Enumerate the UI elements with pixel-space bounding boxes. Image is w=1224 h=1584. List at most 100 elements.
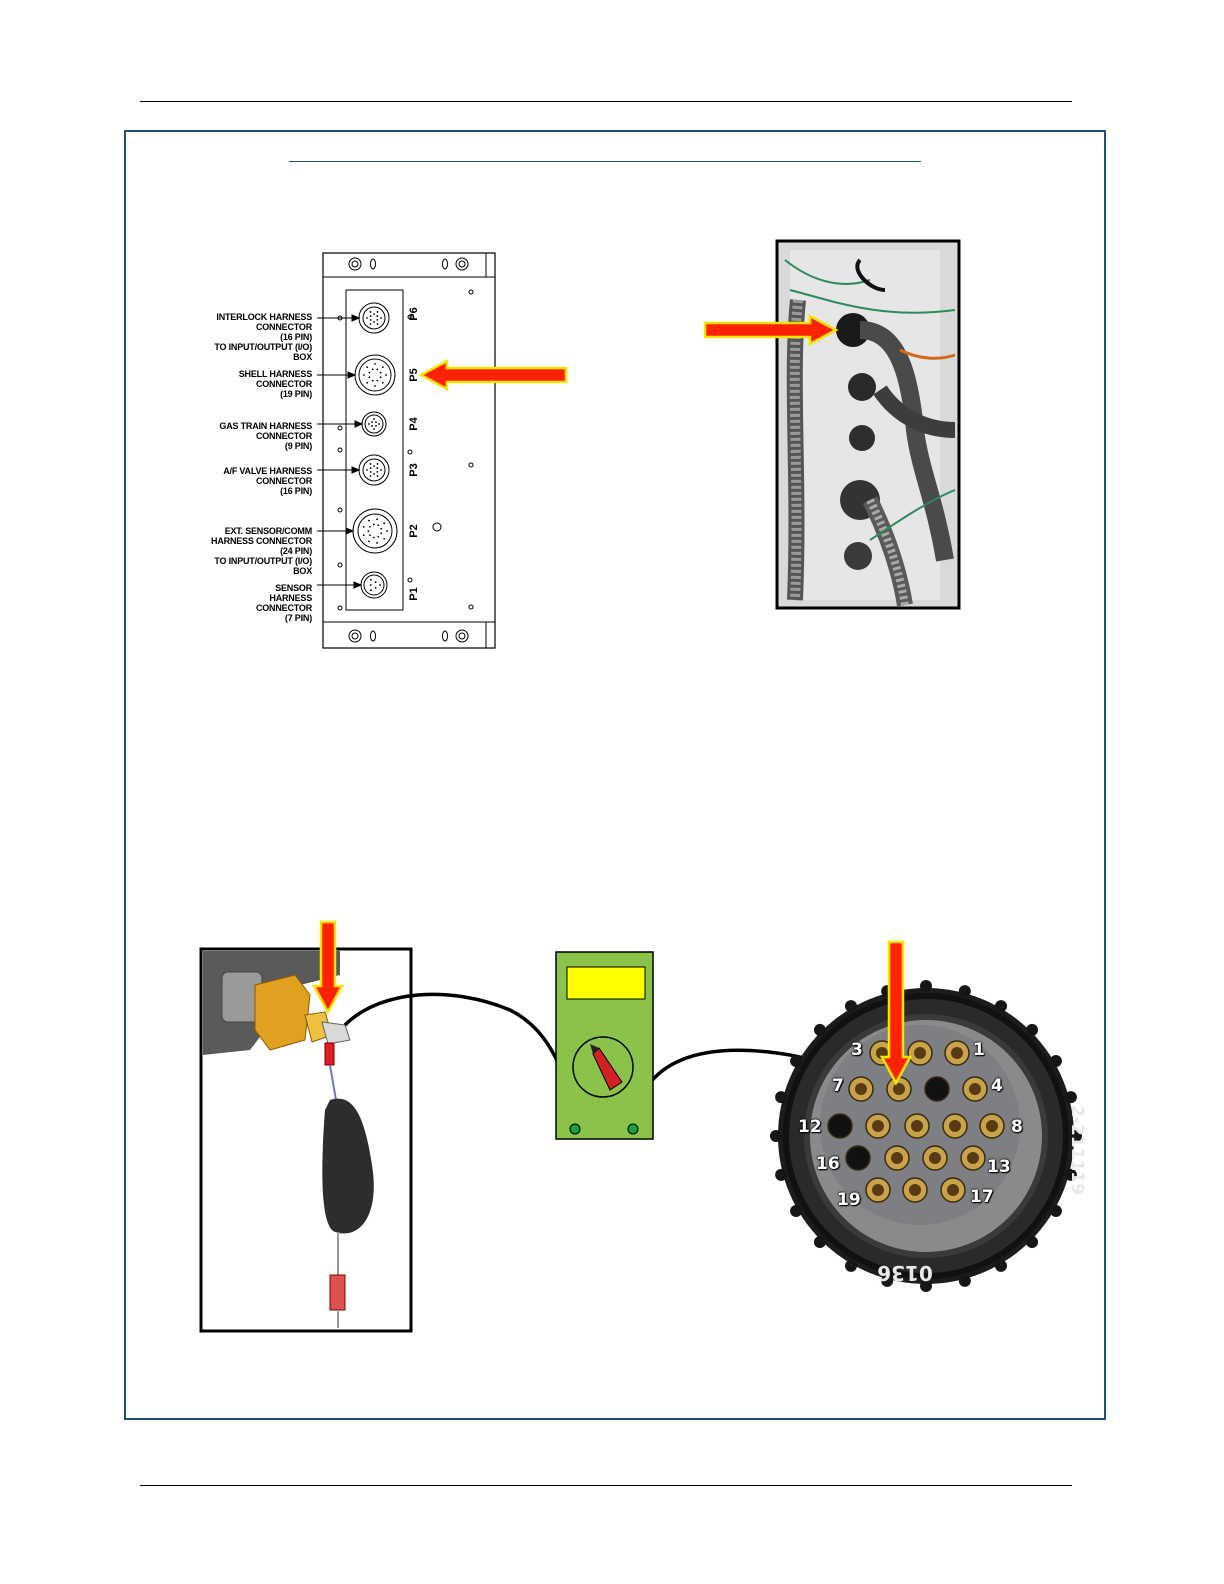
pin-dot	[369, 315, 372, 317]
probe-jack-right	[627, 1123, 639, 1135]
panel-id-p4: P4	[408, 416, 420, 430]
connector-bump	[920, 980, 932, 992]
pin-dot	[371, 421, 373, 423]
pin-dot	[379, 371, 382, 374]
pin-label-4: 4	[991, 1076, 1003, 1096]
pin-dot	[376, 475, 379, 477]
pin-dot	[376, 323, 379, 325]
pin-socket	[922, 1145, 948, 1171]
pin-dot	[369, 534, 371, 537]
pin-label-3: 3	[851, 1040, 863, 1060]
pin-dot	[377, 524, 380, 527]
connector-bump	[790, 1205, 803, 1217]
footer-rule	[140, 1485, 1072, 1486]
pin-dot	[376, 541, 378, 544]
pin-dot	[370, 578, 372, 581]
pin-dot	[376, 463, 379, 465]
pin-dot	[385, 374, 387, 376]
pin-socket	[865, 1113, 891, 1139]
connector-bump	[790, 1055, 803, 1067]
connector-bump	[813, 1023, 826, 1036]
pin-dot	[362, 534, 365, 537]
pin-dot	[374, 581, 377, 584]
callout-arrow-icon	[879, 940, 913, 1086]
pin-label-12: 12	[798, 1117, 822, 1137]
connector-bump	[775, 1091, 788, 1104]
panel-id-p1: P1	[408, 587, 420, 600]
pin-dot	[379, 584, 381, 586]
pin-dot	[374, 385, 376, 387]
callout-arrow-icon	[311, 920, 345, 1015]
pin-dot	[369, 319, 372, 321]
connector-bump	[845, 1259, 857, 1272]
pin-socket	[848, 1076, 874, 1102]
pin-dot	[373, 313, 375, 316]
pin-label-16: 16	[816, 1154, 840, 1174]
pin-dot	[381, 366, 384, 369]
pin-label-19: 19	[837, 1190, 861, 1210]
pin-dot	[372, 536, 375, 539]
pin-dot	[383, 522, 386, 525]
panel-id-p2: P2	[408, 524, 420, 537]
connector-bump	[1049, 1055, 1062, 1067]
connector-bump	[1070, 1130, 1082, 1142]
pin-socket	[944, 1040, 970, 1066]
pin-dot	[366, 381, 369, 384]
probe-jack-left	[569, 1123, 581, 1135]
pin-dot	[366, 469, 368, 471]
pin-dot	[369, 471, 372, 473]
connector-bump	[881, 1274, 894, 1287]
pin-dot	[373, 418, 375, 420]
callout-arrow-icon	[703, 313, 839, 347]
panel-id-p6: P6	[408, 307, 420, 320]
pin-dot	[374, 363, 376, 365]
pin-dot	[376, 315, 379, 317]
pin-socket	[884, 1145, 910, 1171]
pin-socket	[902, 1177, 928, 1203]
pin-dot	[368, 371, 371, 374]
pin-dot	[369, 463, 372, 465]
connector-marking-bottom: 0136	[877, 1261, 933, 1285]
pin-dot	[369, 475, 372, 477]
pin-dot	[369, 584, 372, 586]
pin-dot	[373, 320, 375, 323]
pin-dot	[369, 323, 372, 325]
pin-label-1: 1	[973, 1040, 985, 1060]
pin-socket	[942, 1113, 968, 1139]
panel-id-p5: P5	[408, 368, 420, 381]
pin-dot	[372, 523, 375, 526]
pin-dot	[380, 532, 383, 535]
connector-bump	[920, 1280, 932, 1292]
pin-dot	[373, 465, 375, 468]
pin-dot	[367, 530, 370, 532]
connector-bump	[845, 1000, 857, 1013]
connector-bump	[958, 985, 971, 998]
pin-dot	[381, 381, 384, 384]
pin-socket	[827, 1113, 853, 1139]
pin-dot	[386, 530, 388, 532]
panel-id-p3: P3	[408, 463, 420, 476]
connector-face-icon: 0136 2-211119	[770, 980, 1087, 1292]
pin-socket	[962, 1076, 988, 1102]
pin-dot	[376, 467, 379, 469]
connector-bump	[1026, 1236, 1039, 1249]
pin-dot	[377, 535, 380, 538]
pin-dot	[374, 586, 377, 589]
connector-bump	[1026, 1023, 1039, 1036]
pin-socket	[907, 1040, 933, 1066]
pin-dot	[369, 467, 372, 469]
pin-socket	[960, 1145, 986, 1171]
callout-arrow-icon	[418, 358, 568, 392]
pin-dot	[383, 537, 386, 540]
pin-dot	[375, 425, 377, 427]
pin-dot	[375, 421, 377, 423]
pin-dot	[371, 379, 374, 382]
connector-bump	[770, 1130, 782, 1142]
